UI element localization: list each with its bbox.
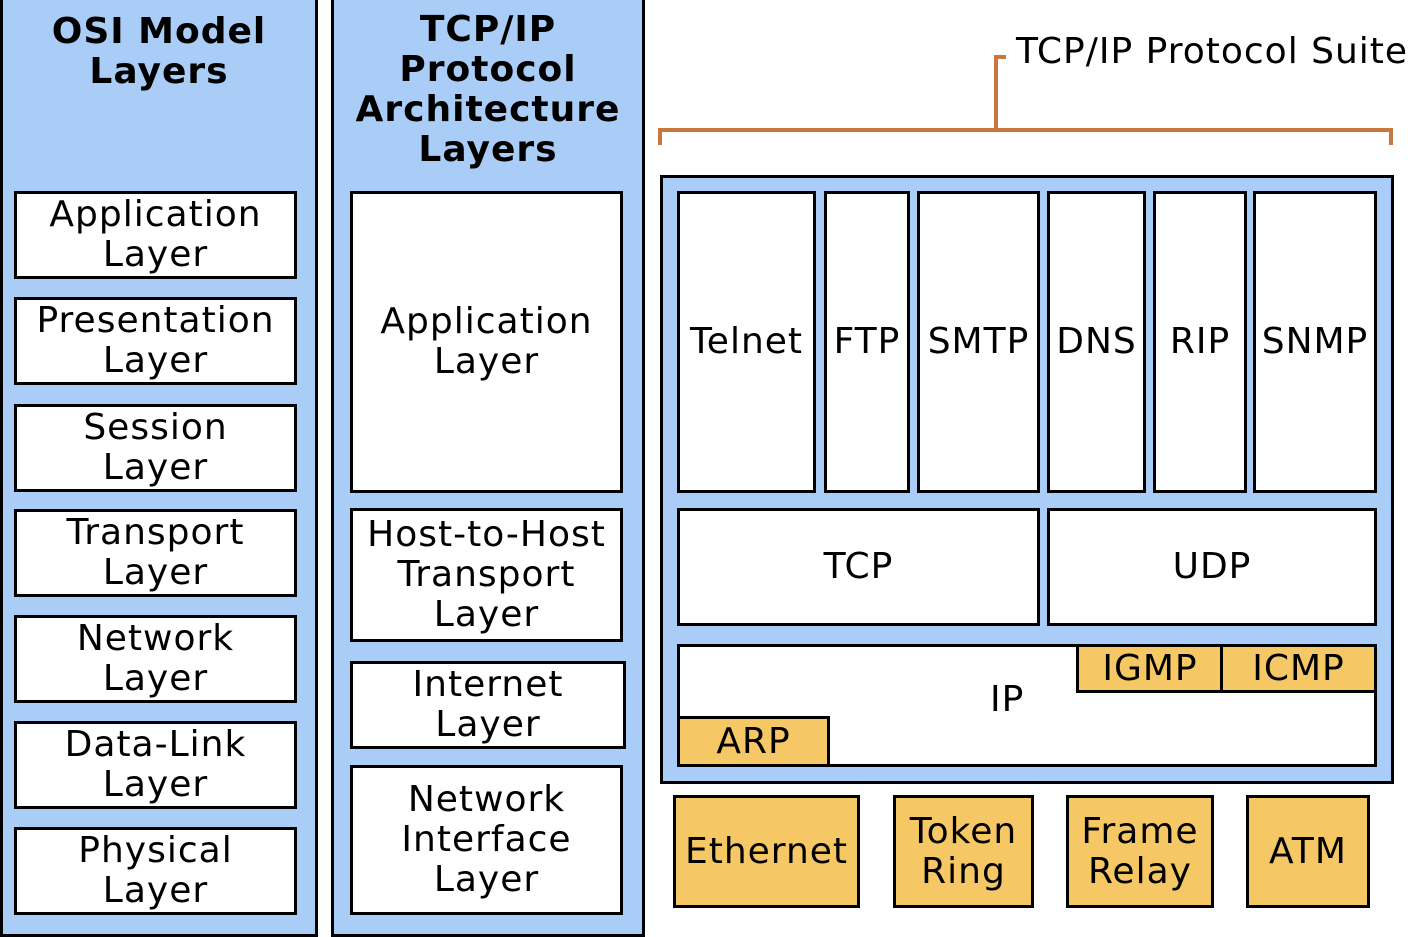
osi-session-layer: Session Layer xyxy=(14,404,297,492)
protocol-dns: DNS xyxy=(1047,191,1146,493)
protocol-smtp: SMTP xyxy=(917,191,1040,493)
osi-presentation-layer: Presentation Layer xyxy=(14,297,297,385)
protocol-icmp: ICMP xyxy=(1220,644,1377,693)
protocol-igmp: IGMP xyxy=(1076,644,1224,693)
osi-data-link-layer: Data-Link Layer xyxy=(14,721,297,809)
suite-title: TCP/IP Protocol Suite xyxy=(1016,31,1409,72)
interface-frame-relay: Frame Relay xyxy=(1066,795,1214,908)
osi-network-layer: Network Layer xyxy=(14,615,297,703)
osi-transport-layer: Transport Layer xyxy=(14,509,297,597)
osi-application-layer: Application Layer xyxy=(14,191,297,279)
tcpip-architecture-title: TCP/IP Protocol Architecture Layers xyxy=(355,9,621,170)
interface-atm: ATM xyxy=(1246,795,1370,908)
arch-internet-layer: Internet Layer xyxy=(350,661,626,749)
protocol-udp: UDP xyxy=(1047,508,1377,626)
protocol-ftp: FTP xyxy=(824,191,910,493)
protocol-ip: IP xyxy=(990,679,1025,720)
arch-host-to-host-transport-layer: Host-to-Host Transport Layer xyxy=(350,508,623,642)
arch-application-layer: Application Layer xyxy=(350,191,623,493)
osi-physical-layer: Physical Layer xyxy=(14,827,297,915)
protocol-rip: RIP xyxy=(1153,191,1247,493)
protocol-snmp: SNMP xyxy=(1253,191,1377,493)
interface-ethernet: Ethernet xyxy=(673,795,860,908)
protocol-tcp: TCP xyxy=(677,508,1040,626)
protocol-arp: ARP xyxy=(677,716,830,767)
osi-model-title: OSI Model Layers xyxy=(51,11,267,92)
protocol-telnet: Telnet xyxy=(677,191,816,493)
interface-token-ring: Token Ring xyxy=(893,795,1034,908)
arch-network-interface-layer: Network Interface Layer xyxy=(350,765,623,915)
